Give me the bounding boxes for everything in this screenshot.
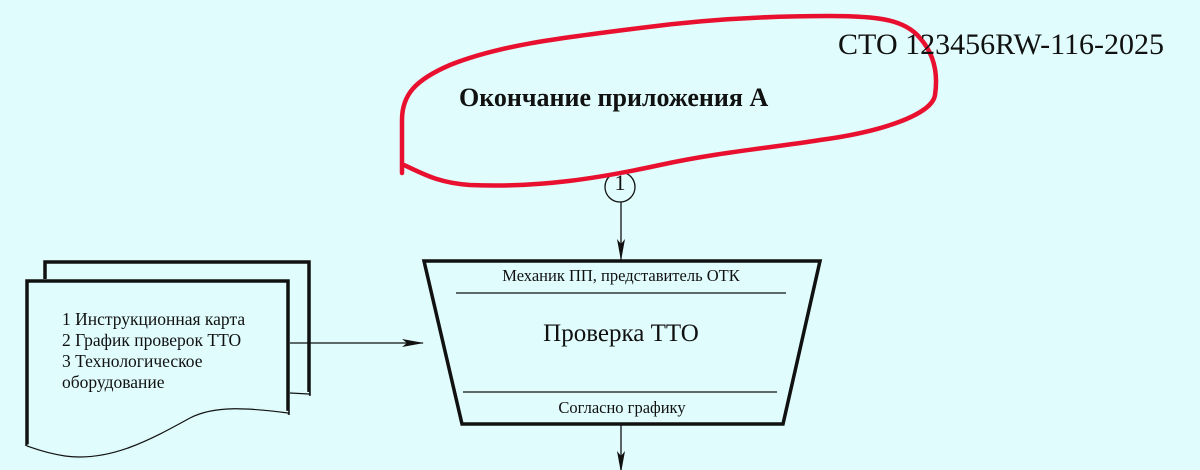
input-documents-list: 1 Инструкционная карта 2 График проверок… [62, 309, 292, 393]
list-item: 3 Технологическое [62, 351, 203, 371]
connector-label: 1 [614, 170, 626, 195]
document-code: СТО 123456RW-116-2025 [838, 28, 1164, 61]
process-performer: Механик ПП, представитель ОТК [502, 266, 740, 285]
appendix-title: Окончание приложения А [459, 83, 769, 112]
process-name: Проверка ТТО [543, 320, 699, 347]
list-item: оборудование [62, 372, 165, 392]
red-annotation-outline [399, 13, 939, 188]
process-timing: Согласно графику [558, 398, 686, 417]
list-item: 1 Инструкционная карта [62, 309, 246, 329]
list-item: 2 График проверок ТТО [62, 330, 242, 350]
process-block-shape [421, 259, 823, 426]
